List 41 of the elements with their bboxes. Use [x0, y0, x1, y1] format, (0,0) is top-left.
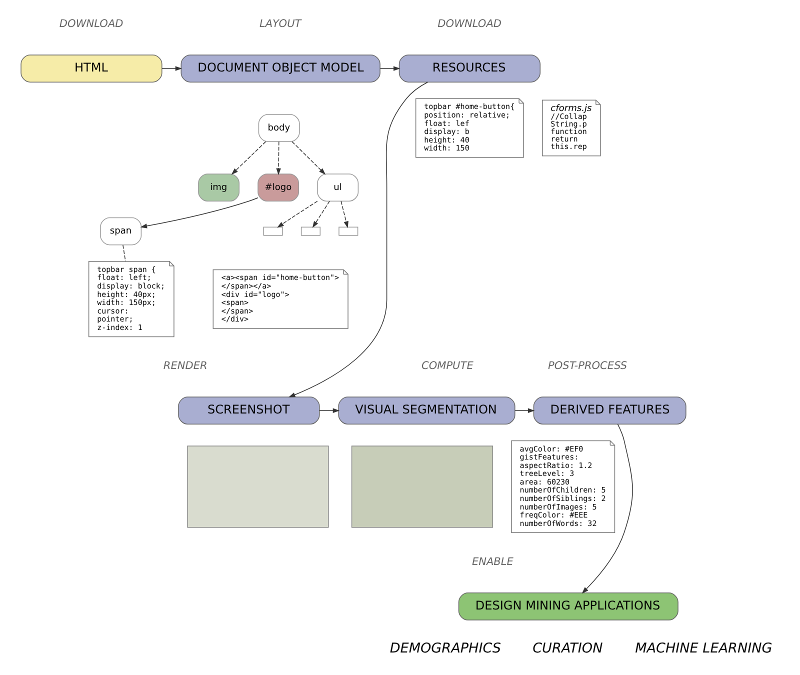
node-box: VISUAL SEGMENTATION — [338, 396, 516, 425]
node-box — [263, 226, 283, 236]
node-label: COMPUTE — [421, 360, 474, 372]
node-box: DOCUMENT OBJECT MODEL — [180, 54, 380, 82]
arrow — [340, 200, 348, 228]
arrow — [582, 424, 633, 594]
node-box: SCREENSHOT — [178, 396, 320, 425]
arrow — [231, 141, 266, 175]
node-label: DOWNLOAD — [59, 18, 124, 30]
label: DEMOGRAPHICS — [390, 640, 502, 657]
node-box — [300, 226, 321, 236]
arrow — [288, 82, 428, 398]
arrow — [380, 66, 400, 71]
node-box: DESIGN MINING APPLICATIONS — [458, 592, 678, 620]
node-box: body — [258, 114, 300, 142]
node-label: ENABLE — [472, 556, 514, 568]
node-label: LAYOUT — [259, 18, 302, 30]
arrow — [162, 66, 182, 71]
node-box: img — [198, 174, 240, 202]
node-box — [187, 446, 329, 528]
arrow — [514, 408, 535, 413]
node-box: ul — [317, 174, 359, 202]
node-box: HTML — [20, 54, 162, 82]
arrow — [312, 200, 330, 228]
label: MACHINE LEARNING — [635, 640, 772, 657]
arrow — [319, 408, 340, 413]
node-box: span — [100, 217, 142, 246]
connector — [122, 244, 126, 262]
node-box — [338, 226, 358, 236]
node-label: RENDER — [163, 360, 208, 372]
arrow — [140, 197, 258, 228]
arrow — [277, 200, 318, 228]
label: CURATION — [532, 640, 603, 657]
node-box: #logo — [258, 174, 300, 202]
node-box: RESOURCES — [398, 54, 541, 82]
node-label: POST-PROCESS — [548, 360, 628, 372]
node-box — [351, 446, 494, 528]
node-box: DERIVED FEATURES — [533, 396, 686, 425]
arrow — [292, 141, 326, 175]
arrow — [276, 141, 281, 176]
node-label: DOWNLOAD — [438, 18, 502, 30]
